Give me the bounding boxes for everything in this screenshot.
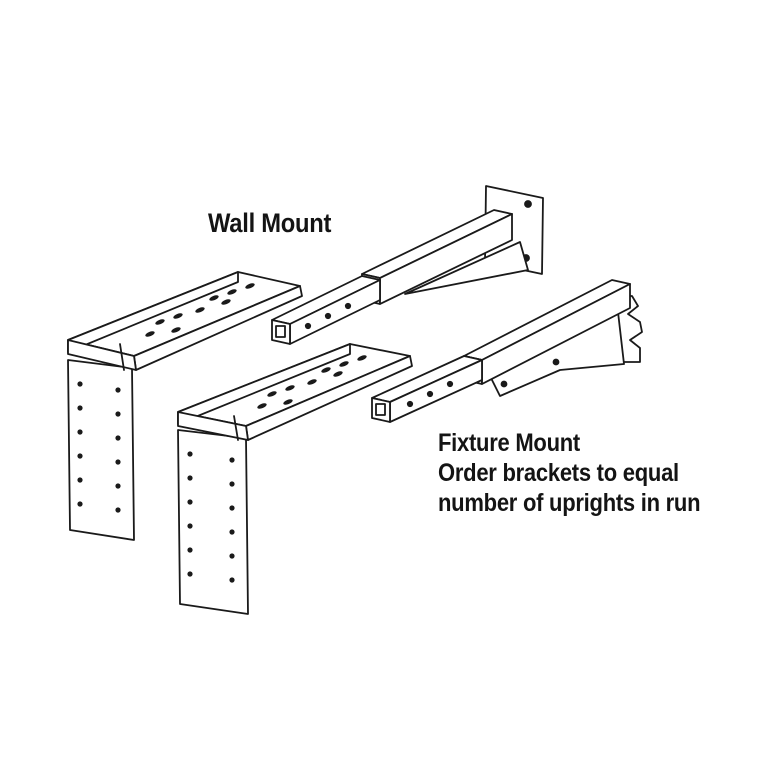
- wall-plate-hole: [524, 200, 532, 208]
- fixture-note-line-2: number of uprights in run: [438, 489, 701, 517]
- wall-mount-arm: [272, 186, 543, 344]
- bracket-left-plate: [68, 360, 134, 540]
- fixture-mount-arm: [372, 280, 642, 422]
- bracket-left-end: [68, 340, 136, 370]
- wall-gusset: [405, 242, 528, 294]
- fixture-mount-label: Fixture Mount: [438, 429, 580, 457]
- wall-mount-label: Wall Mount: [208, 208, 332, 238]
- bracket-right-holes: [187, 451, 235, 583]
- bracket-right-plate: [178, 430, 248, 614]
- bracket-right-end: [178, 412, 248, 440]
- bracket-left: [68, 272, 302, 540]
- bracket-right: [178, 344, 412, 614]
- bracket-right-slots: [257, 355, 367, 409]
- bracket-left-holes: [77, 381, 121, 513]
- fixture-mount-caption: Fixture Mount Order brackets to equal nu…: [438, 428, 701, 518]
- fixture-note-line-1: Order brackets to equal: [438, 459, 679, 487]
- bracket-left-slots: [145, 283, 255, 337]
